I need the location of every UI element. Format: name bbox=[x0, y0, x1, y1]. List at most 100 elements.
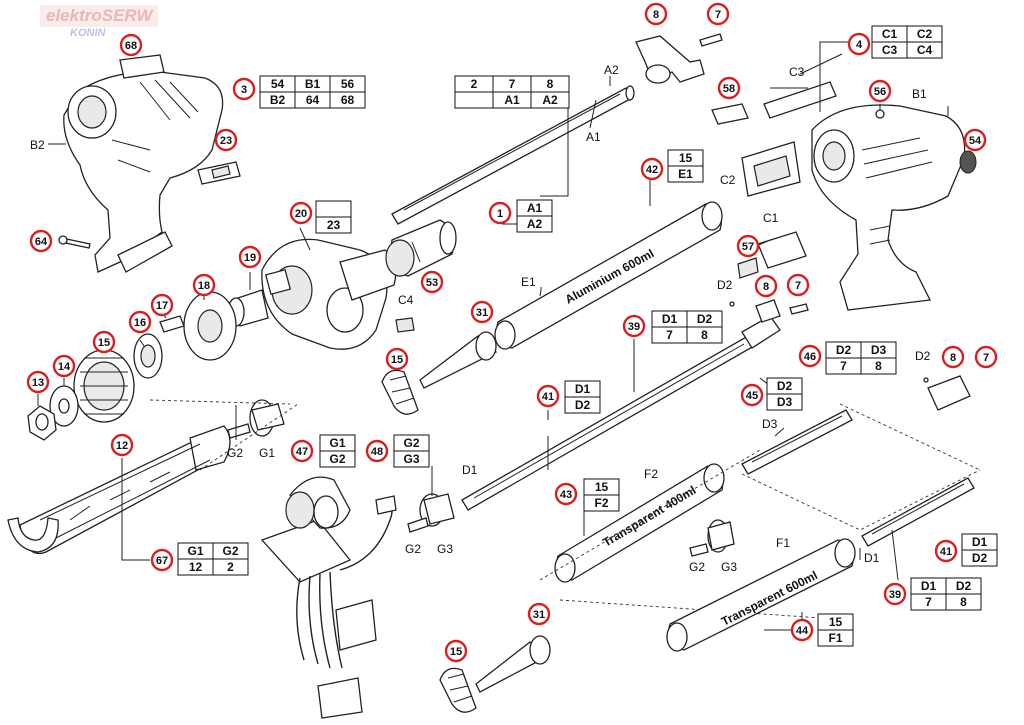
label-c3: C3 bbox=[789, 65, 805, 79]
table-cell: 8 bbox=[875, 359, 882, 373]
callout-number: 3 bbox=[241, 84, 247, 96]
callout-circle bbox=[974, 345, 998, 369]
table-cell: C2 bbox=[917, 27, 933, 41]
table-cell: 2 bbox=[227, 560, 234, 574]
callout-circle bbox=[754, 274, 778, 298]
handle-mid-drawing bbox=[729, 299, 809, 323]
callout-circle bbox=[385, 347, 409, 371]
callout-45: 45 bbox=[740, 383, 764, 407]
callout-number: 31 bbox=[476, 307, 488, 319]
table-cell: 23 bbox=[327, 218, 341, 232]
table-cell: D1 bbox=[921, 579, 937, 593]
callout-number: 1 bbox=[497, 208, 503, 220]
table-cell: D2 bbox=[836, 343, 852, 357]
table-cell: F1 bbox=[828, 631, 842, 645]
table-cell-box bbox=[766, 393, 803, 411]
callout-circle bbox=[232, 77, 256, 101]
table-cell: 15 bbox=[595, 480, 609, 494]
table-cell: 7 bbox=[840, 359, 847, 373]
table-cell: D1 bbox=[972, 535, 988, 549]
table-cell: D2 bbox=[575, 398, 591, 412]
callout-number: 8 bbox=[763, 281, 769, 293]
label-g2-mid: G2 bbox=[405, 542, 421, 556]
table-cell: G2 bbox=[329, 452, 345, 466]
table-cell: G2 bbox=[403, 436, 419, 450]
table-cell-box bbox=[945, 593, 982, 611]
table-cell-box bbox=[817, 629, 854, 647]
table-cell: 68 bbox=[341, 93, 355, 107]
nozzle-upper-drawing bbox=[381, 331, 498, 415]
callout-circle bbox=[444, 639, 468, 663]
callout-number: 23 bbox=[220, 135, 232, 147]
table-cell: G2 bbox=[222, 544, 238, 558]
callout-number: 15 bbox=[450, 646, 462, 658]
table-cell: 54 bbox=[271, 77, 285, 91]
table-cell-box bbox=[329, 91, 366, 109]
housing-right-drawing bbox=[811, 104, 977, 311]
table-cell: C1 bbox=[882, 27, 898, 41]
plunger-lower-drawing bbox=[689, 519, 735, 557]
label-c1: C1 bbox=[763, 211, 779, 225]
rack-d1-drawing bbox=[461, 315, 781, 511]
callout-58: 58 bbox=[717, 76, 741, 100]
ref-table: 23 bbox=[315, 200, 352, 234]
callout-44: 44 bbox=[790, 618, 814, 642]
callout-circle bbox=[150, 548, 174, 572]
callout-circle bbox=[110, 433, 134, 457]
callout-number: 57 bbox=[742, 241, 754, 253]
label-g3-low: G3 bbox=[721, 560, 737, 574]
rings-drawing bbox=[27, 289, 269, 441]
callout-circle bbox=[119, 33, 143, 57]
callout-7: 7 bbox=[786, 273, 810, 297]
callout-number: 16 bbox=[134, 317, 146, 329]
nozzle-lower-drawing bbox=[439, 635, 551, 713]
table-cell: A2 bbox=[527, 217, 543, 231]
callout-68: 68 bbox=[119, 33, 143, 57]
callout-circle bbox=[470, 300, 494, 324]
callout-number: 20 bbox=[295, 208, 307, 220]
callout-57: 57 bbox=[736, 234, 760, 258]
callout-circle bbox=[798, 344, 822, 368]
callout-number: 41 bbox=[542, 391, 554, 403]
table-cell-box bbox=[315, 200, 352, 218]
callout-16: 16 bbox=[128, 310, 152, 334]
callout-number: 8 bbox=[950, 352, 956, 364]
watermark-logo: elektroSERW KONIN bbox=[6, 2, 176, 42]
callout-53: 53 bbox=[420, 270, 444, 294]
table-cell: 7 bbox=[925, 595, 932, 609]
table-cell: G1 bbox=[329, 436, 345, 450]
callout-46: 46 bbox=[798, 344, 822, 368]
callout-number: 19 bbox=[244, 252, 256, 264]
callout-number: 43 bbox=[560, 489, 572, 501]
callout-circle bbox=[868, 79, 892, 103]
callout-31: 31 bbox=[470, 300, 494, 324]
plunger-g1-drawing bbox=[149, 399, 299, 471]
callout-number: 46 bbox=[804, 351, 816, 363]
callout-circle bbox=[128, 310, 152, 334]
table-cell-box bbox=[860, 357, 897, 375]
table-cell: F2 bbox=[594, 496, 608, 510]
plunger-g3-drawing bbox=[407, 493, 455, 533]
callout-circle bbox=[934, 539, 958, 563]
part-drawings: B2 bbox=[7, 33, 981, 719]
table-cell-box bbox=[454, 91, 494, 109]
callout-42: 42 bbox=[640, 157, 664, 181]
callout-number: 53 bbox=[426, 277, 438, 289]
callout-19: 19 bbox=[238, 245, 262, 269]
housing-left-drawing: B2 bbox=[30, 54, 241, 273]
table-cell: 7 bbox=[666, 328, 673, 342]
tube-e1-text: Aluminium 600ml bbox=[563, 246, 657, 306]
table-cell: D2 bbox=[777, 379, 793, 393]
callout-circle bbox=[640, 157, 664, 181]
callout-number: 48 bbox=[371, 446, 383, 458]
callout-number: 18 bbox=[198, 280, 210, 292]
callout-number: 68 bbox=[125, 40, 137, 52]
label-a2: A2 bbox=[604, 63, 619, 77]
table-cell: D1 bbox=[575, 382, 591, 396]
callout-number: 31 bbox=[533, 609, 545, 621]
